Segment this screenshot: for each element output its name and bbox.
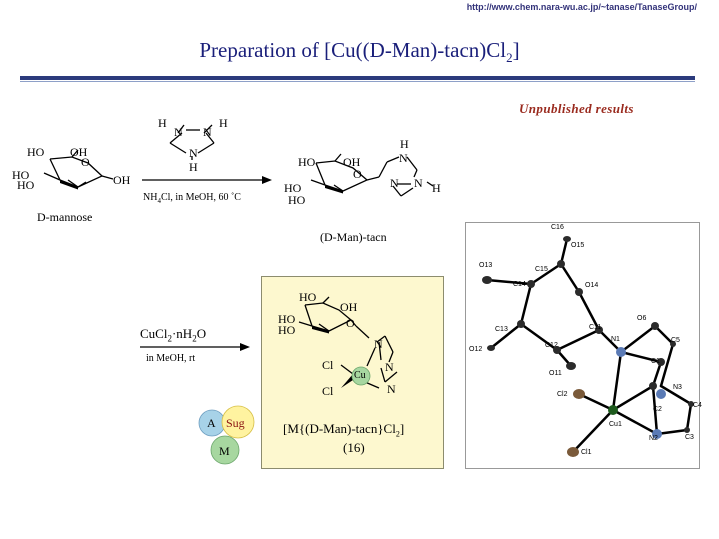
crystal-label: C4 <box>693 402 702 409</box>
atom-label: Cl <box>322 384 334 398</box>
atom-label: N <box>399 151 408 165</box>
crystal-label: C12 <box>545 342 558 349</box>
atom-label: HO <box>284 181 302 195</box>
atom-label: H <box>158 116 167 130</box>
crystal-label: C15 <box>535 266 548 273</box>
d-man-tacn-label: (D-Man)-tacn <box>320 230 387 244</box>
page-title: Preparation of [Cu((D-Man)-tacn)Cl2] <box>199 38 520 66</box>
atom-label: HO <box>298 155 316 169</box>
crystal-label: N1 <box>611 336 620 343</box>
atom-label: OH <box>343 155 361 169</box>
crystal-label: O14 <box>585 282 599 289</box>
crystal-label: N2 <box>649 435 658 442</box>
atom-label: H <box>189 160 198 174</box>
d-mannose-label: D-mannose <box>37 210 93 224</box>
crystal-label: Cl1 <box>581 449 592 456</box>
legend-m: M <box>219 444 230 458</box>
crystal-label: Cu1 <box>609 421 622 428</box>
title-divider <box>20 76 695 80</box>
atom-label: O <box>346 316 355 330</box>
crystal-label: C3 <box>685 434 694 441</box>
crystal-structure-box <box>465 222 700 469</box>
crystal-label: O13 <box>479 262 493 269</box>
crystal-label: C14 <box>513 281 526 288</box>
reaction-1-conditions: NH4Cl, in MeOH, 60 ˚C <box>143 192 241 205</box>
crystal-label: C1 <box>651 358 660 365</box>
unpublished-badge: Unpublished results <box>519 101 634 116</box>
atom-label: H <box>219 116 228 130</box>
legend-sug: Sug <box>226 416 245 430</box>
atom-label: O <box>353 167 362 181</box>
cu-complex-structure <box>298 296 398 389</box>
crystal-label: O6 <box>637 315 647 322</box>
atom-label: HO <box>278 323 296 337</box>
atom-label: HO <box>17 178 35 192</box>
atom-label: N <box>414 176 423 190</box>
atom-label: HO <box>299 290 317 304</box>
atom-label: Cu <box>354 370 366 381</box>
atom-label: N <box>390 176 399 190</box>
reaction-arrow-2 <box>140 343 250 351</box>
atom-label: H <box>432 181 441 195</box>
crystal-label: C5 <box>671 337 680 344</box>
atom-label: N <box>174 125 183 139</box>
complex-number: (16) <box>343 440 365 455</box>
crystal-label: Cl2 <box>557 391 568 398</box>
tacn-structure <box>169 124 215 160</box>
atom-label: OH <box>113 173 131 187</box>
source-url[interactable]: http://www.chem.nara-wu.ac.jp/~tanase/Ta… <box>466 2 697 12</box>
d-man-tacn-structure <box>310 153 434 197</box>
crystal-atom-labels: C16 O15 O13 C15 C14 O14 C13 C11 O6 N1 O1… <box>465 222 702 467</box>
crystal-label: C16 <box>551 224 564 231</box>
reaction-2-conditions: in MeOH, rt <box>146 353 196 364</box>
crystal-label: C2 <box>653 406 662 413</box>
legend-a: A <box>207 416 216 430</box>
atom-label: HO <box>288 193 306 207</box>
atom-label: Cl <box>322 358 334 372</box>
atom-label: O <box>81 155 90 169</box>
reaction-2-reagent: CuCl2·nH2O <box>140 326 207 344</box>
reaction-arrow-1 <box>142 176 272 184</box>
crystal-label: O11 <box>549 370 562 377</box>
crystal-label: N3 <box>673 384 682 391</box>
complex-name: [M{(D-Man)-tacn}Cl2] <box>283 421 405 439</box>
atom-label: N <box>203 125 212 139</box>
atom-label: HO <box>27 145 45 159</box>
atom-label: HO <box>278 312 296 326</box>
atom-label: N <box>385 360 394 374</box>
crystal-structure-ortep <box>482 236 694 457</box>
crystal-label: C11 <box>589 324 602 331</box>
atom-label: N <box>189 146 198 160</box>
crystal-label: O12 <box>469 346 483 353</box>
crystal-label: O15 <box>571 242 585 249</box>
atom-label: H <box>400 137 409 151</box>
title-divider-shadow <box>20 81 695 82</box>
atom-label: HO <box>12 168 30 182</box>
d-mannose-structure <box>43 149 114 190</box>
atom-label: N <box>387 382 396 396</box>
crystal-label: C13 <box>495 326 508 333</box>
atom-label: OH <box>340 300 358 314</box>
metal-sugar-legend <box>198 405 255 465</box>
atom-label: OH <box>70 145 88 159</box>
atom-label: N <box>374 337 383 351</box>
